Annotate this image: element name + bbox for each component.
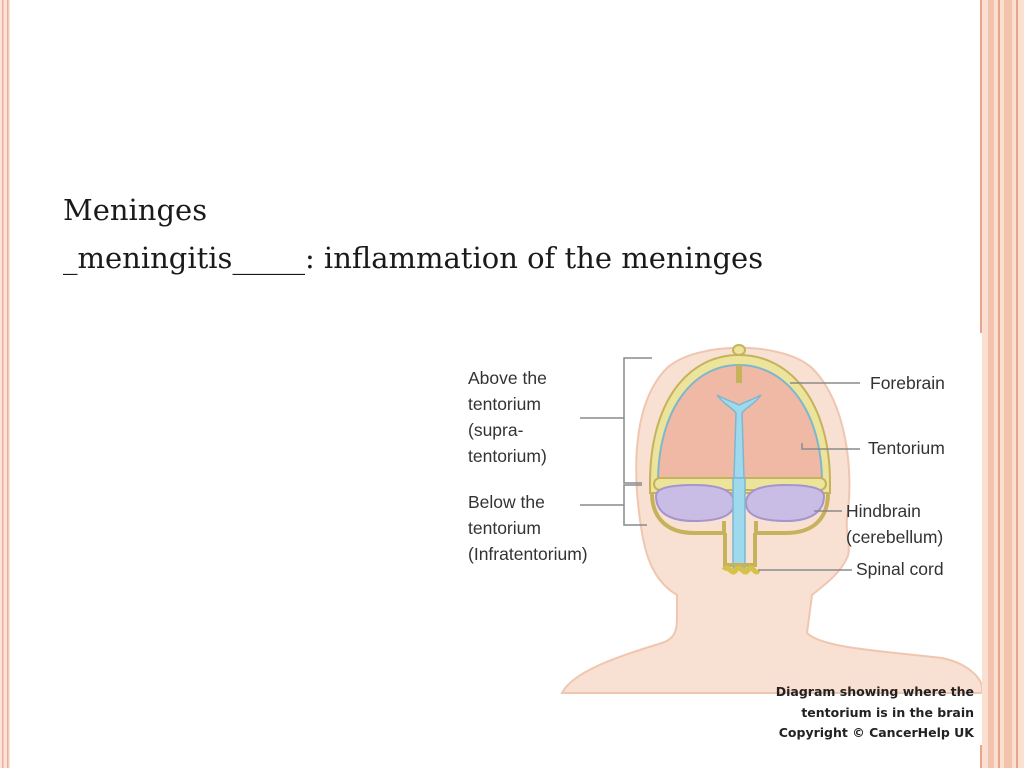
label-below-line3: (Infratentorium) [468,544,588,564]
left-border-stripes [0,0,10,768]
caption-line3: Copyright © CancerHelp UK [779,725,976,740]
label-above-line3: (supra- [468,420,524,440]
brain-diagram: Above the tentorium (supra- tentorium) B… [462,333,982,745]
label-hindbrain-line1: Hindbrain [846,501,921,521]
slide-body: Meninges _meningitis_____: inflammation … [63,186,763,282]
slide-heading: Meninges [63,186,763,234]
label-above-line1: Above the [468,368,547,388]
label-hindbrain-line2: (cerebellum) [846,527,943,547]
right-labels: Forebrain Tentorium Hindbrain (cerebellu… [846,373,945,579]
caption-line2: tentorium is in the brain [801,705,974,720]
label-forebrain: Forebrain [870,373,945,393]
diagram-caption: Diagram showing where the tentorium is i… [776,684,976,740]
caption-line1: Diagram showing where the [776,684,974,699]
left-labels: Above the tentorium (supra- tentorium) B… [468,368,588,564]
label-below-line2: tentorium [468,518,541,538]
label-tentorium: Tentorium [868,438,945,458]
label-spinal-cord: Spinal cord [856,559,944,579]
label-above-line2: tentorium [468,394,541,414]
definition-line: _meningitis_____: inflammation of the me… [63,234,763,282]
right-border-stripes [980,0,1024,768]
label-above-line4: tentorium) [468,446,547,466]
label-below-line1: Below the [468,492,545,512]
